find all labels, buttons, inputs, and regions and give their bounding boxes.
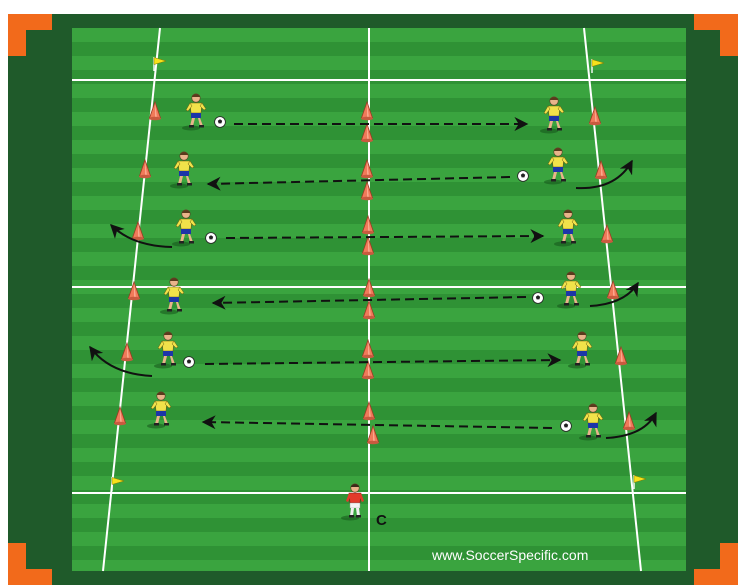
soccer-ball-icon	[215, 117, 226, 128]
soccer-ball-icon	[561, 421, 572, 432]
soccer-ball-icon	[518, 171, 529, 182]
soccer-ball-icon	[206, 233, 217, 244]
coach-label: C	[376, 512, 387, 529]
soccer-ball-icon	[184, 357, 195, 368]
watermark-text: www.SoccerSpecific.com	[431, 547, 588, 563]
soccer-ball-icon	[533, 293, 544, 304]
